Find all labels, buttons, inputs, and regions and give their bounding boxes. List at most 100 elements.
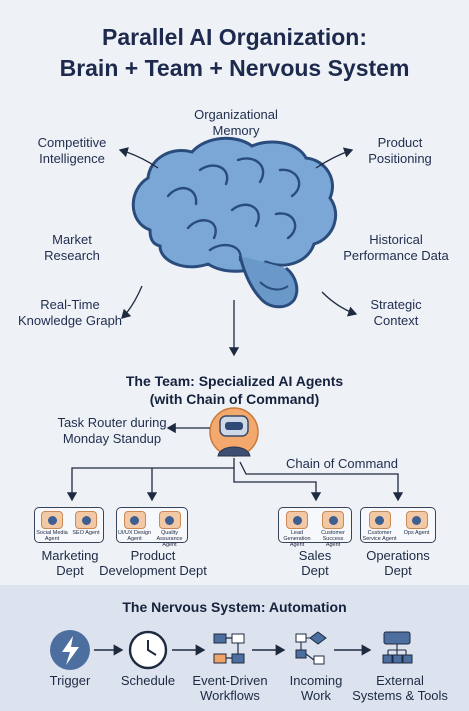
step-label: Work bbox=[300, 688, 332, 703]
agent-ops: Ops Agent bbox=[398, 511, 435, 536]
dept-name-product: Product Development Dept bbox=[96, 548, 210, 578]
label-historical-performance: Historical Performance Data bbox=[336, 232, 456, 264]
agent-ui-ux: UI/UX Design Agent bbox=[117, 511, 152, 542]
arrow-strategic bbox=[321, 291, 358, 317]
dept-name-text: Marketing bbox=[41, 548, 99, 563]
arrow-realtime bbox=[121, 285, 143, 319]
label-text: Knowledge Graph bbox=[17, 313, 123, 328]
agent-name: UI/UX Design Agent bbox=[117, 530, 152, 542]
seo-icon bbox=[75, 511, 97, 529]
step-label: External bbox=[376, 673, 424, 688]
step-trigger: Trigger bbox=[40, 673, 100, 688]
clock-icon bbox=[128, 630, 168, 670]
label-text: Real-Time bbox=[40, 297, 100, 312]
label-text: Context bbox=[373, 313, 419, 328]
label-organizational-memory: Organizational Memory bbox=[178, 107, 294, 139]
label-text: Research bbox=[44, 248, 100, 263]
team-heading-line-1: The Team: Specialized AI Agents bbox=[125, 373, 344, 389]
page-title: Parallel AI Organization: Brain + Team +… bbox=[0, 22, 469, 84]
arrow-product bbox=[315, 147, 354, 169]
nervous-heading: The Nervous System: Automation bbox=[122, 599, 347, 615]
dept-box-product: UI/UX Design Agent Quality Assurance Age… bbox=[116, 507, 188, 548]
brain-icon bbox=[131, 136, 338, 309]
flowchart-icon bbox=[295, 631, 327, 665]
agent-name: Customer Success Agent bbox=[321, 530, 345, 548]
label-text: Performance Data bbox=[343, 248, 449, 263]
dept-name-text: Product bbox=[130, 548, 176, 563]
label-product-positioning: Product Positioning bbox=[352, 135, 448, 167]
step-label: Event-Driven bbox=[192, 673, 268, 688]
label-competitive-intelligence: Competitive Intelligence bbox=[22, 135, 122, 167]
label-text: Memory bbox=[212, 123, 260, 138]
team-heading-line-2: (with Chain of Command) bbox=[149, 391, 320, 407]
dept-name-text: Dept bbox=[301, 563, 329, 578]
step-event-driven-workflows: Event-Driven Workflows bbox=[190, 673, 270, 703]
label-text: Market bbox=[52, 232, 92, 247]
arrow-to-operations bbox=[239, 461, 404, 502]
step-schedule: Schedule bbox=[116, 673, 180, 688]
design-icon bbox=[123, 511, 146, 529]
label-text: Competitive bbox=[37, 135, 107, 150]
agent-seo: SEO Agent bbox=[69, 511, 103, 536]
label-text: Historical bbox=[369, 232, 423, 247]
agent-name: Ops Agent bbox=[403, 530, 430, 536]
step-label: Workflows bbox=[200, 688, 260, 703]
dept-name-sales: Sales Dept bbox=[280, 548, 350, 578]
label-chain-of-command: Chain of Command bbox=[286, 456, 398, 471]
title-line-1: Parallel AI Organization: bbox=[102, 24, 367, 50]
label-text: Positioning bbox=[368, 151, 432, 166]
title-line-2: Brain + Team + Nervous System bbox=[59, 55, 410, 81]
agent-customer-service: Customer Service Agent bbox=[361, 511, 398, 542]
agent-name: Customer Service Agent bbox=[362, 530, 397, 542]
social-media-icon bbox=[41, 511, 63, 529]
label-text: Monday Standup bbox=[62, 431, 162, 446]
lightning-icon bbox=[50, 630, 90, 670]
step-label: Schedule bbox=[120, 673, 176, 688]
step-label: Incoming bbox=[289, 673, 343, 688]
label-task-router: Task Router during Monday Standup bbox=[56, 415, 168, 447]
label-text: Strategic bbox=[370, 297, 422, 312]
dept-name-text: Development Dept bbox=[99, 563, 207, 578]
agent-name: Lead Generation Agent bbox=[283, 530, 311, 548]
label-realtime-knowledge-graph: Real-Time Knowledge Graph bbox=[14, 297, 126, 329]
arrow-competitive bbox=[118, 147, 159, 169]
dept-name-operations: Operations Dept bbox=[356, 548, 440, 578]
funnel-icon bbox=[286, 511, 308, 529]
agent-name: Social Media Agent bbox=[36, 530, 68, 542]
dept-name-text: Dept bbox=[384, 563, 412, 578]
network-icon bbox=[382, 631, 413, 664]
dept-box-marketing: Social Media Agent SEO Agent bbox=[34, 507, 104, 543]
step-label: Systems & Tools bbox=[352, 688, 448, 703]
workflow-icon bbox=[213, 633, 245, 664]
agent-name: SEO Agent bbox=[72, 530, 100, 536]
label-text: Task Router during bbox=[57, 415, 167, 430]
checklist-icon bbox=[158, 511, 181, 529]
step-external-systems: External Systems & Tools bbox=[350, 673, 450, 703]
agent-name: Quality Assurance Agent bbox=[156, 530, 183, 548]
label-strategic-context: Strategic Context bbox=[356, 297, 436, 329]
agent-social-media: Social Media Agent bbox=[35, 511, 69, 542]
dept-name-marketing: Marketing Dept bbox=[24, 548, 116, 578]
label-text: Product bbox=[377, 135, 423, 150]
headset-icon bbox=[368, 511, 391, 529]
router-agent-icon bbox=[209, 407, 259, 457]
agent-qa: Quality Assurance Agent bbox=[152, 511, 187, 548]
agent-customer-success: Customer Success Agent bbox=[315, 511, 351, 548]
step-incoming-work: Incoming Work bbox=[284, 673, 348, 703]
step-label: Trigger bbox=[49, 673, 91, 688]
dept-name-text: Operations bbox=[366, 548, 430, 563]
arrow-to-marketing bbox=[66, 458, 235, 502]
lifebuoy-icon bbox=[322, 511, 344, 529]
dept-box-operations: Customer Service Agent Ops Agent bbox=[360, 507, 436, 543]
label-text: Intelligence bbox=[39, 151, 105, 166]
dept-box-sales: Lead Generation Agent Customer Success A… bbox=[278, 507, 352, 548]
team-heading: The Team: Specialized AI Agents (with Ch… bbox=[0, 372, 469, 408]
dept-name-text: Sales bbox=[298, 548, 332, 563]
dept-name-text: Dept bbox=[56, 563, 84, 578]
robot-icon bbox=[405, 511, 428, 529]
arrow-to-sales bbox=[233, 468, 322, 502]
agent-lead-gen: Lead Generation Agent bbox=[279, 511, 315, 548]
label-text: Organizational bbox=[194, 107, 278, 122]
